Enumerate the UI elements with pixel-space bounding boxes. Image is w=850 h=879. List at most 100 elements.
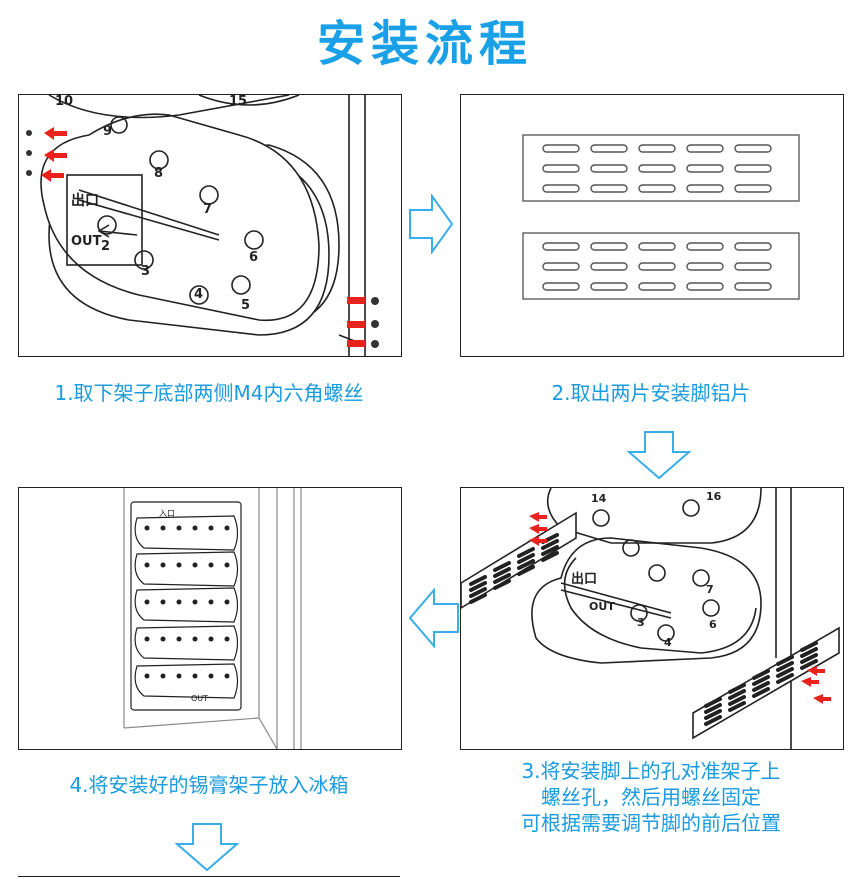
step3-caption: 3.将安装脚上的孔对准架子上 螺丝孔，然后用螺丝固定 可根据需要调节脚的前后位置: [460, 758, 842, 836]
step4-image: 入口 OUT: [18, 487, 402, 750]
rack-hole: [208, 562, 214, 568]
plate-slot: [734, 282, 772, 291]
plate-slot: [542, 262, 580, 271]
foot-slot: [541, 551, 559, 562]
foot-slot: [752, 687, 770, 698]
red-arrow-left-3: [41, 169, 64, 182]
step1-caption: 1.取下架子底部两侧M4内六角螺丝: [54, 381, 364, 405]
plate-slot: [638, 144, 676, 153]
plate-slot: [734, 164, 772, 173]
rack-with-feet-illustration: 出口 OUT 3 4 6 7 14 16: [461, 488, 840, 749]
exit-label-cn: 出口: [71, 192, 99, 209]
mounting-feet-plates-illustration: [522, 134, 800, 300]
hole-number-3: 3: [637, 616, 645, 629]
foot-slot: [776, 655, 794, 666]
plate-slot: [638, 282, 676, 291]
red-arrow-left-1: [44, 127, 67, 140]
hole-number-3: 3: [141, 264, 150, 279]
rack-hole: [192, 525, 198, 531]
foot-slot: [517, 559, 535, 570]
rack-hole: [160, 673, 166, 679]
rack-hole: [176, 562, 182, 568]
foot-slot: [800, 653, 818, 664]
foot-slot: [704, 697, 722, 708]
plate-slot: [638, 164, 676, 173]
step3-caption-line-1: 3.将安装脚上的孔对准架子上: [521, 759, 781, 783]
hole-number-6: 6: [709, 618, 717, 631]
hole-number-9: 9: [103, 124, 112, 139]
plate-slot: [638, 262, 676, 271]
foot-slot: [704, 709, 722, 720]
rack-hole: [144, 562, 150, 568]
arrow-down-icon: [175, 823, 239, 872]
hole-number-2: 2: [101, 239, 110, 254]
rack-in-fridge-illustration: 入口 OUT: [123, 488, 302, 749]
foot-slot: [493, 579, 511, 590]
rack-hole: [160, 636, 166, 642]
rack-hole: [224, 525, 230, 531]
foot-slot: [493, 561, 511, 572]
foot-slot: [776, 667, 794, 678]
exit-label-en: OUT: [191, 694, 208, 703]
foot-slot: [469, 593, 487, 604]
rack-hole: [224, 636, 230, 642]
foot-slot: [728, 689, 746, 700]
plate-slot: [638, 184, 676, 193]
rack-hole: [176, 636, 182, 642]
foot-slot: [469, 587, 487, 598]
entry-label-cn: 入口: [159, 509, 175, 518]
foot-slot: [517, 553, 535, 564]
rack-hole: [224, 599, 230, 605]
rack-hole: [192, 673, 198, 679]
step4-caption: 4.将安装好的锡膏架子放入冰箱: [69, 773, 349, 797]
foot-slot: [469, 581, 487, 592]
hole-number-7: 7: [706, 583, 714, 596]
foot-slot: [541, 539, 559, 550]
plate-slot: [542, 282, 580, 291]
plate-slot: [542, 164, 580, 173]
rack-hole: [144, 525, 150, 531]
rack-hole: [192, 599, 198, 605]
plate-slot: [542, 242, 580, 251]
rack-hole: [192, 636, 198, 642]
rack-hole: [176, 673, 182, 679]
plate-slot: [734, 144, 772, 153]
rack-hole: [208, 636, 214, 642]
plate-slot: [734, 184, 772, 193]
plate-slot: [686, 242, 724, 251]
rack-hole: [192, 562, 198, 568]
rack-hole: [208, 525, 214, 531]
plate-slot: [590, 184, 628, 193]
foot-slot: [800, 659, 818, 670]
rack-hole: [176, 525, 182, 531]
foot-slot: [728, 695, 746, 706]
foot-slot: [776, 673, 794, 684]
rack-hole: [160, 562, 166, 568]
foot-slot: [752, 675, 770, 686]
hole-number-16: 16: [706, 490, 722, 503]
plate-slot: [734, 242, 772, 251]
plate-slot: [590, 282, 628, 291]
rack-hole: [144, 599, 150, 605]
foot-slot: [704, 703, 722, 714]
foot-slot: [517, 565, 535, 576]
plate-slot: [686, 282, 724, 291]
plate-slot: [590, 164, 628, 173]
foot-slot: [728, 683, 746, 694]
page-title: 安装流程: [316, 16, 533, 72]
step1-image: 2 3 4 5 6 7 8 9 10 15 出口 OUT: [18, 94, 402, 357]
foot-slot: [493, 567, 511, 578]
foot-slot: [469, 575, 487, 586]
hole-number-4: 4: [664, 636, 672, 649]
rack-hole: [160, 599, 166, 605]
foot-slot: [752, 681, 770, 692]
arrow-right-icon: [409, 194, 454, 254]
foot-slot: [541, 545, 559, 556]
foot-slot: [800, 641, 818, 652]
arrow-left-icon: [408, 588, 459, 648]
hole-number-5: 5: [241, 298, 250, 313]
foot-slot: [776, 661, 794, 672]
foot-slot: [800, 647, 818, 658]
step3-image: 出口 OUT 3 4 6 7 14 16: [460, 487, 844, 750]
plate-slot: [542, 144, 580, 153]
